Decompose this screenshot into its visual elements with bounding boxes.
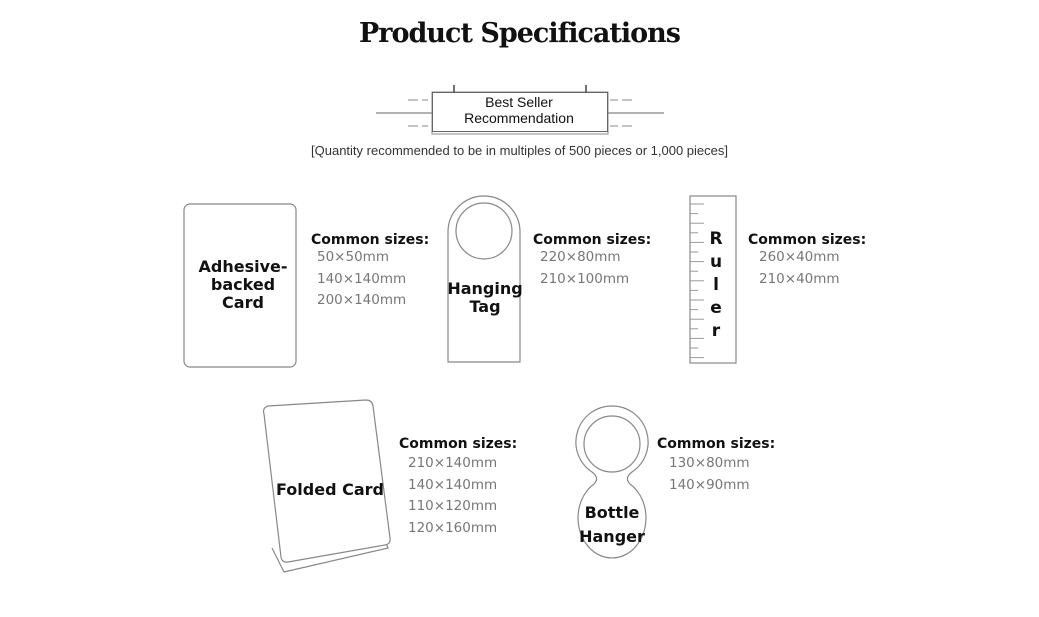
ruler-letter: R — [709, 229, 723, 249]
ruler-label: R u l e r — [704, 228, 728, 343]
bottle-hanger-label-line: Bottle — [584, 503, 640, 522]
common-sizes-title: Common sizes: — [399, 436, 518, 452]
size-item: 210×100mm — [540, 270, 630, 287]
size-list: 130×80mm 140×90mm — [669, 453, 750, 496]
ruler-letter: u — [709, 252, 723, 272]
adhesive-card-shape — [183, 203, 297, 368]
size-item: 110×120mm — [408, 498, 498, 514]
size-item: 120×160mm — [408, 519, 498, 536]
adhesive-card-label: Adhesive- backed Card — [182, 258, 304, 312]
quantity-note: [Quantity recommended to be in multiples… — [311, 143, 728, 158]
size-item: 210×140mm — [408, 455, 498, 471]
common-sizes-title: Common sizes: — [533, 232, 652, 248]
size-list: 260×40mm 210×40mm — [759, 247, 840, 290]
ruler-letter: l — [713, 275, 719, 295]
size-list: 50×50mm 140×140mm 200×140mm — [317, 247, 406, 312]
folded-card-shape — [262, 399, 391, 573]
size-item: 140×90mm — [669, 476, 750, 493]
ruler-letter: r — [711, 321, 721, 341]
hanging-tag-label-line: Tag — [469, 297, 501, 316]
size-item: 140×140mm — [317, 270, 407, 287]
bottle-hanger-shape — [575, 405, 649, 559]
hanging-tag-label: Hanging Tag — [444, 280, 526, 316]
ruler-letter: e — [710, 298, 722, 318]
banner-line-1: Best Seller — [485, 94, 553, 110]
common-sizes-title: Common sizes: — [748, 232, 867, 248]
adhesive-card-label-line: Card — [222, 293, 264, 312]
common-sizes-title: Common sizes: — [311, 232, 430, 248]
size-list: 210×140mm 140×140mm 110×120mm 120×160mm — [408, 453, 497, 539]
common-sizes-title: Common sizes: — [657, 436, 776, 452]
page-title: Product Specifications — [359, 18, 681, 49]
adhesive-card-label-line: backed — [210, 275, 276, 294]
size-item: 140×140mm — [408, 476, 498, 493]
size-item: 200×140mm — [317, 292, 407, 308]
banner-text: Best Seller Recommendation — [432, 94, 606, 126]
size-item: 260×40mm — [759, 249, 840, 265]
hanging-tag-label-line: Hanging — [447, 279, 523, 298]
bottle-hanger-label-line: Hanger — [579, 527, 645, 546]
banner-box — [432, 92, 608, 132]
size-item: 220×80mm — [540, 249, 621, 265]
banner-line-2: Recommendation — [464, 110, 574, 126]
adhesive-card-label-line: Adhesive- — [198, 257, 288, 276]
folded-card-label: Folded Card — [276, 480, 384, 499]
size-item: 130×80mm — [669, 455, 750, 471]
size-list: 220×80mm 210×100mm — [540, 247, 629, 290]
ruler-shape — [689, 195, 737, 364]
size-item: 210×40mm — [759, 270, 840, 287]
size-item: 50×50mm — [317, 249, 389, 265]
bottle-hanger-label: Bottle Hanger — [572, 501, 652, 549]
hanging-tag-shape — [447, 195, 521, 363]
